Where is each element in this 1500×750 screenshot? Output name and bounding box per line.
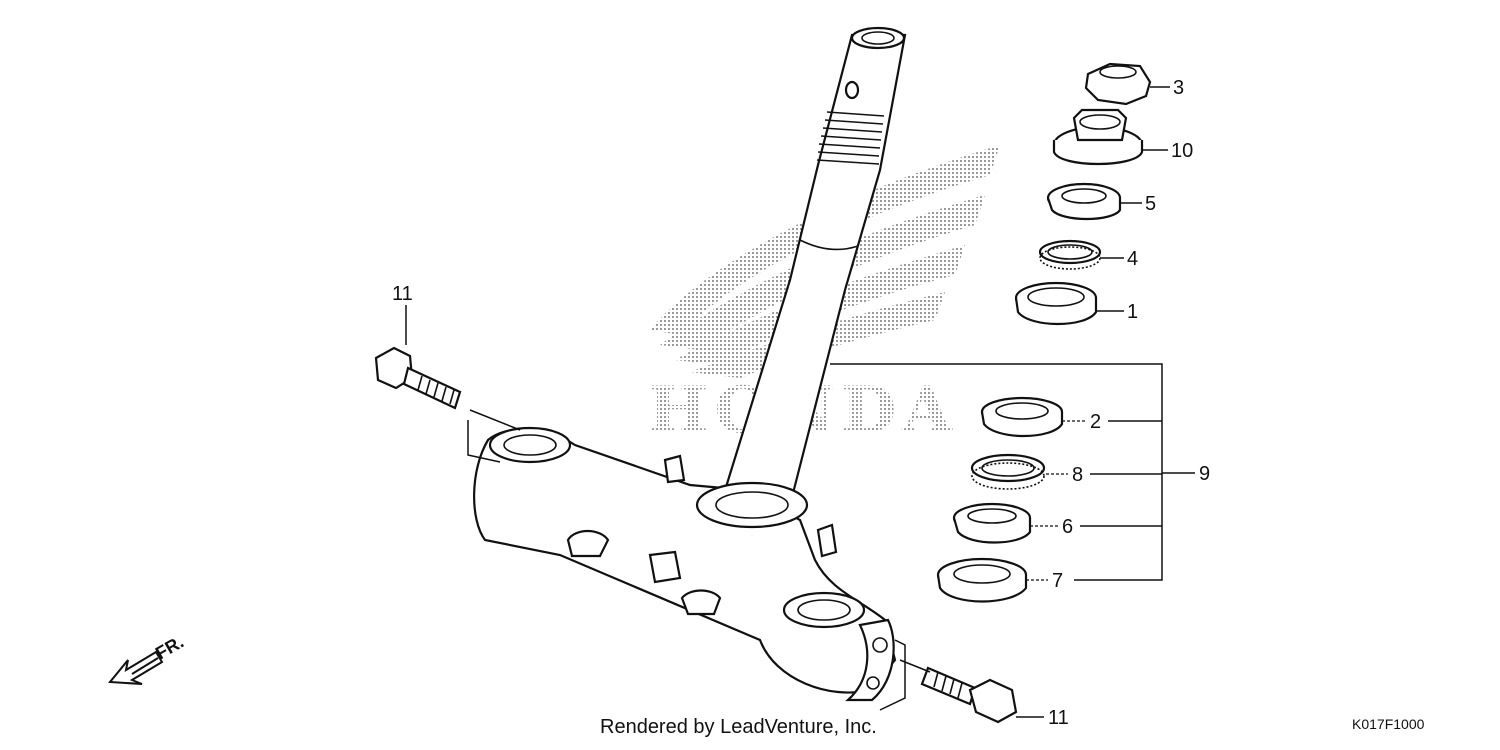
callout-10: 10: [1171, 140, 1193, 162]
front-direction-arrow: [107, 650, 164, 685]
part-7-dust-seal: [936, 557, 1028, 603]
part-6-inner-race: [952, 502, 1032, 544]
stem-thread: [816, 111, 885, 165]
part-8-ball-bearing: [970, 453, 1046, 490]
callout-7: 7: [1052, 570, 1063, 592]
bottom-bridge: [473, 426, 897, 702]
callout-4: 4: [1127, 248, 1138, 270]
callout-11-bottom: 11: [1048, 707, 1069, 729]
part-5-cone-race: [1046, 182, 1122, 220]
part-10-adjust-nut: [1052, 108, 1144, 166]
diagram-code: K017F1000: [1352, 716, 1425, 732]
callout-leaders: [405, 86, 1195, 718]
callout-1: 1: [1127, 301, 1138, 323]
part-1-outer-race: [1014, 281, 1098, 326]
part-3-nut: [1084, 62, 1152, 106]
bolt-bottom: [920, 666, 1018, 724]
callout-9: 9: [1199, 463, 1210, 485]
steering-stem: [720, 26, 907, 507]
callout-11-top: 11: [392, 283, 413, 305]
callout-6: 6: [1062, 516, 1073, 538]
callout-5: 5: [1145, 193, 1156, 215]
callout-8: 8: [1072, 464, 1083, 486]
bolt-top: [374, 346, 462, 410]
part-4-ball-bearing: [1038, 239, 1102, 270]
callout-2: 2: [1090, 411, 1101, 433]
render-credit: Rendered by LeadVenture, Inc.: [600, 716, 877, 738]
callout-3: 3: [1173, 77, 1184, 99]
part-2-dust-seal: [980, 396, 1064, 438]
